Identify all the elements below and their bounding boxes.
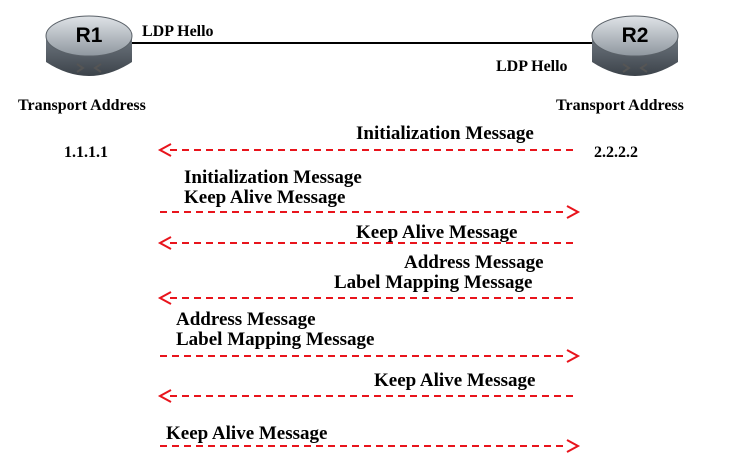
ldp-hello-r1-label: LDP Hello: [142, 23, 214, 40]
message-arrows: [157, 143, 581, 453]
message-arrow-2: [160, 205, 581, 219]
msg-6-line-1: Keep Alive Message: [374, 370, 536, 391]
ldp-hello-r2-label: LDP Hello: [496, 58, 568, 75]
router-r1-name: R1: [75, 24, 103, 47]
msg-2-line-1: Initialization Message: [184, 167, 362, 188]
r2-transport-address-label: Transport Address: [556, 97, 684, 114]
msg-3-line-1: Keep Alive Message: [356, 222, 518, 243]
message-arrow-4: [157, 291, 578, 305]
router-r2-name: R2: [621, 24, 649, 47]
message-arrow-6: [157, 389, 578, 403]
msg-7-line-1: Keep Alive Message: [166, 423, 328, 444]
r1-transport-address-label: Transport Address: [18, 97, 146, 114]
r1-transport-address-value: 1.1.1.1: [64, 144, 108, 161]
router-r1-icon: [45, 15, 133, 76]
message-arrow-5: [160, 349, 581, 363]
router-r2: R2: [592, 16, 678, 82]
msg-5-line-1: Address Message: [176, 309, 316, 330]
msg-1-line-1: Initialization Message: [356, 123, 534, 144]
router-r2-icon: [591, 15, 679, 76]
msg-4-line-1: Address Message: [404, 252, 544, 273]
msg-5-line-2: Label Mapping Message: [176, 329, 375, 350]
message-arrow-7: [160, 439, 581, 453]
router-r1: R1: [46, 16, 132, 82]
message-arrow-3: [157, 236, 578, 250]
message-arrow-1: [157, 143, 578, 157]
msg-4-line-2: Label Mapping Message: [334, 272, 533, 293]
r2-transport-address-value: 2.2.2.2: [594, 144, 638, 161]
msg-2-line-2: Keep Alive Message: [184, 187, 346, 208]
